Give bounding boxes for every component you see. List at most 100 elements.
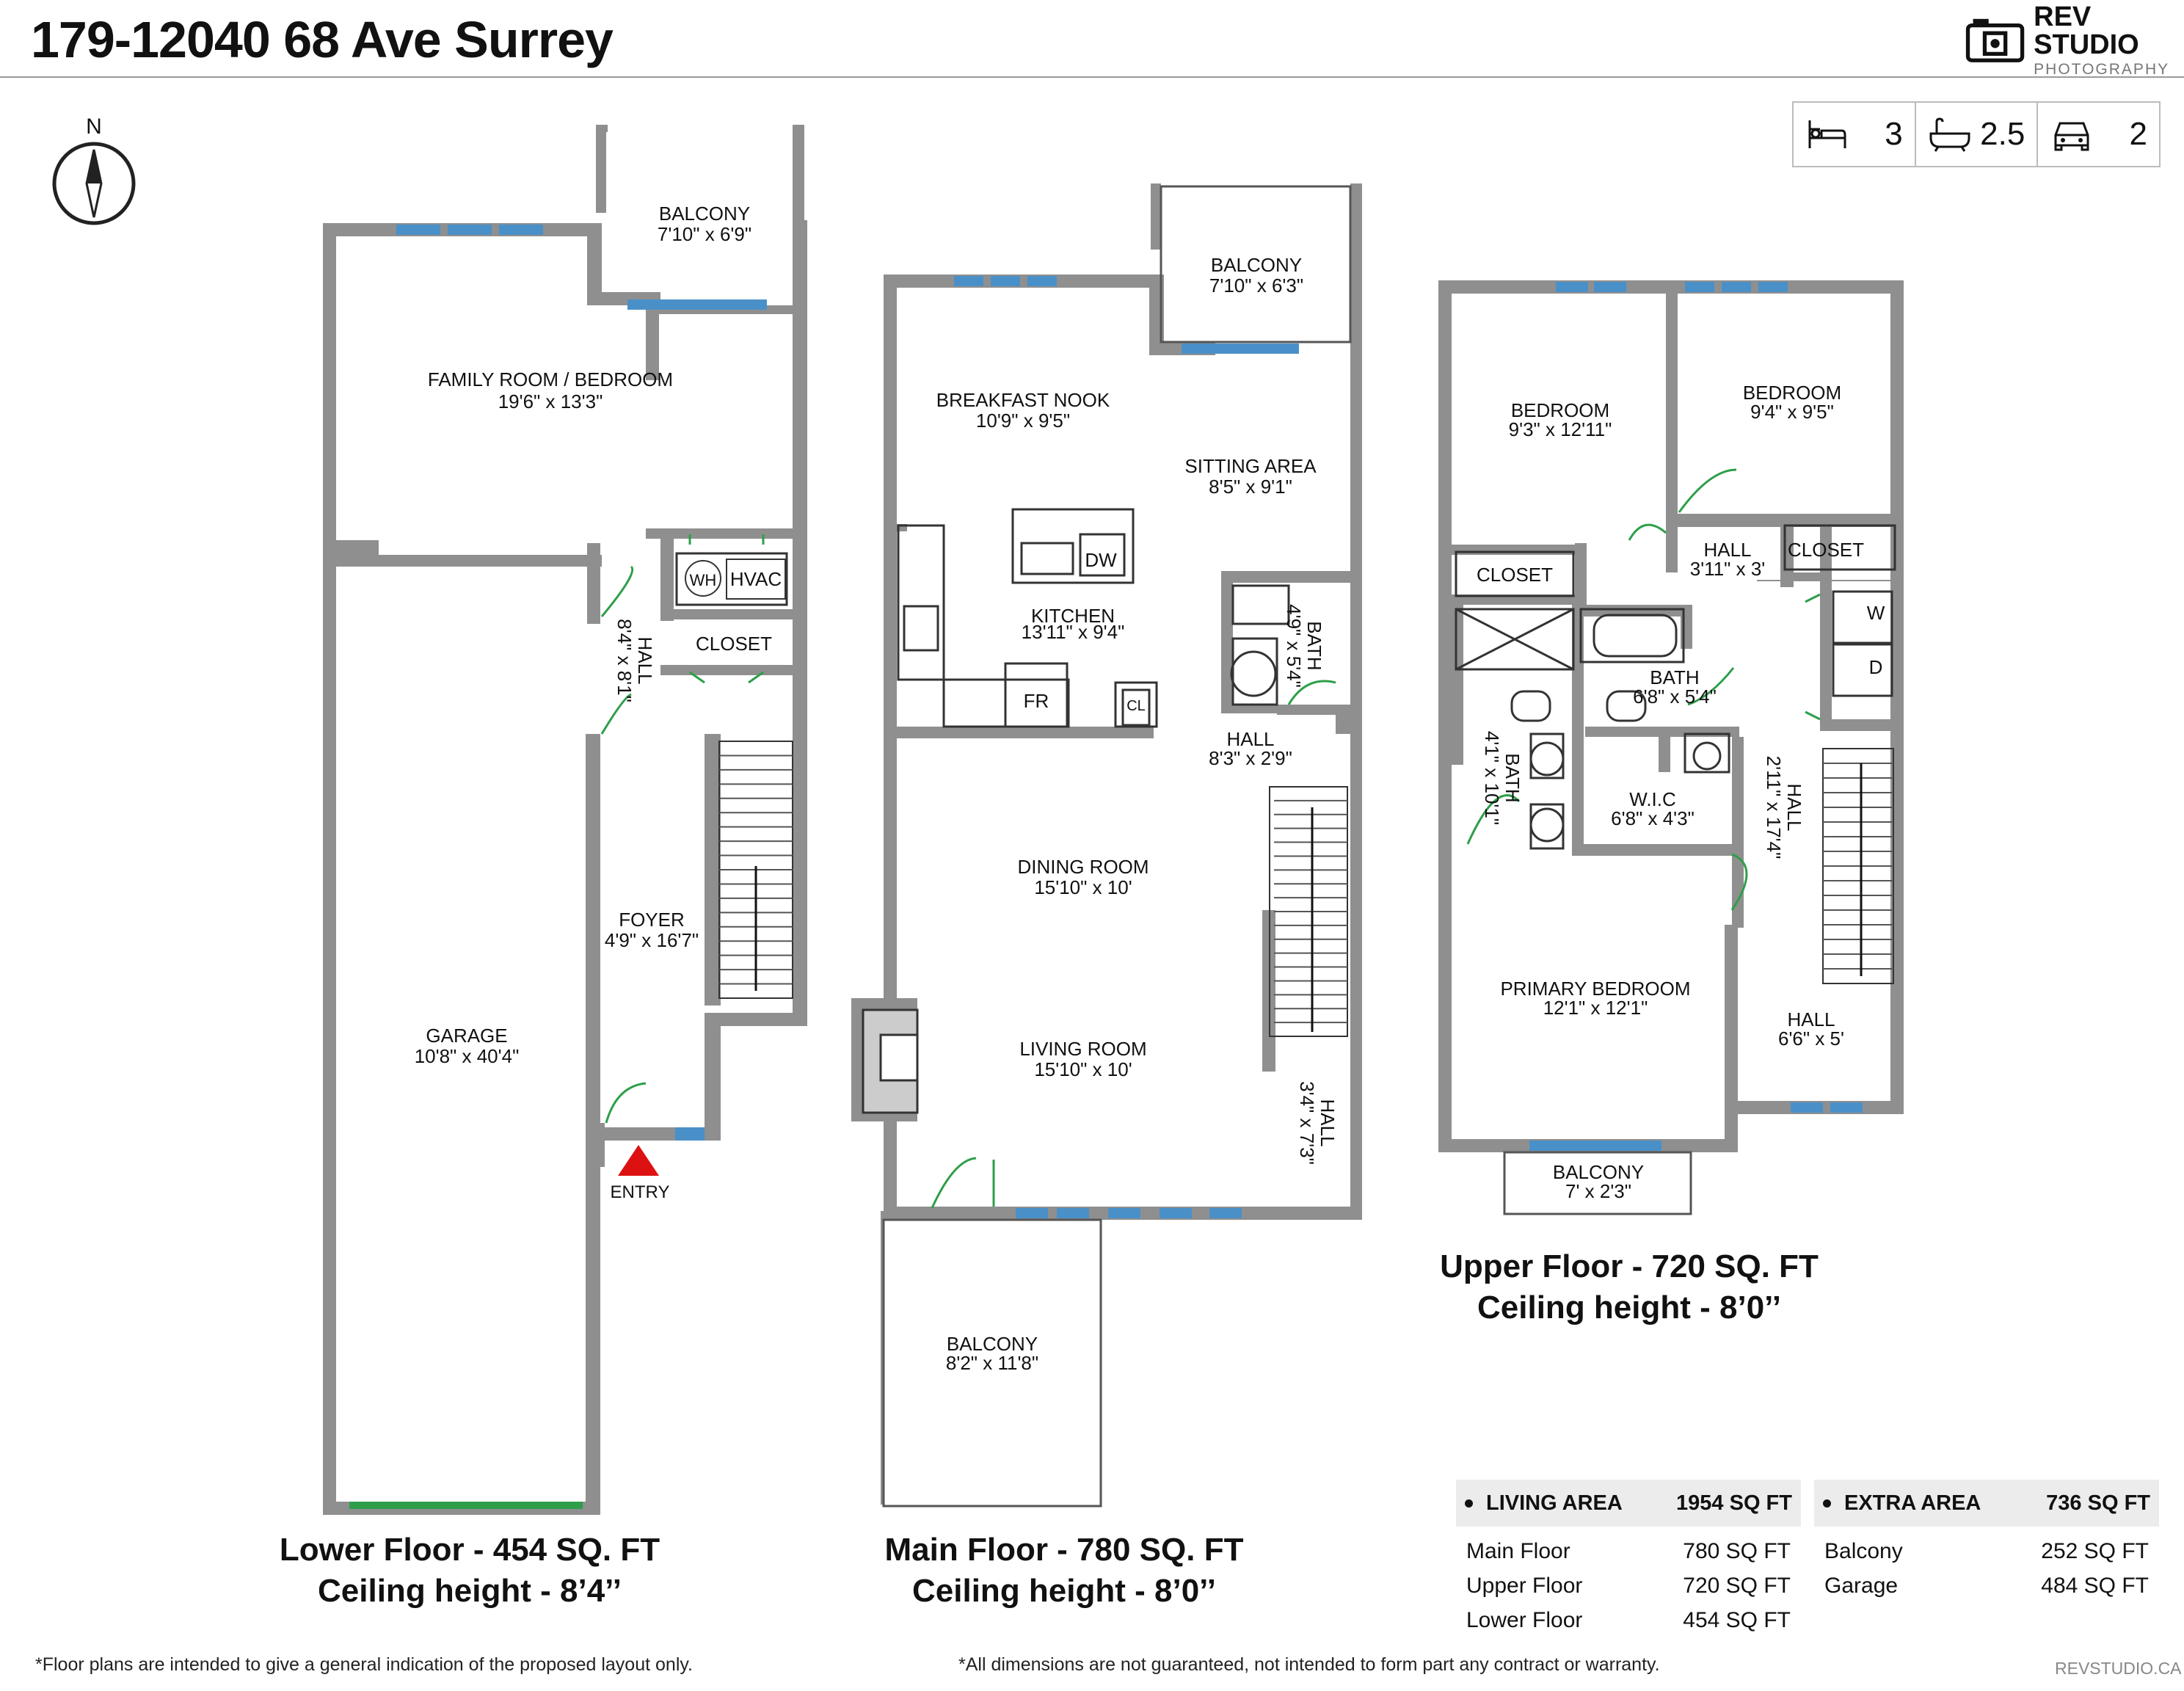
closet-label: CLOSET	[1477, 564, 1553, 586]
row-name: Garage	[1824, 1573, 1899, 1598]
footer-disclaimer-left: *Floor plans are intended to give a gene…	[35, 1654, 693, 1675]
lower-floor	[323, 125, 807, 1515]
room-dimension: 8'5" x 9'1"	[1209, 476, 1292, 498]
room-name: KITCHEN	[1031, 605, 1115, 627]
header-divider	[0, 76, 2184, 78]
row-name: Lower Floor	[1466, 1607, 1583, 1632]
room-dimension: 9'3" x 12'11"	[1509, 418, 1612, 440]
room-name: HALL	[1317, 1099, 1339, 1146]
bullet-icon	[1823, 1499, 1831, 1508]
appliance-label: DW	[1085, 549, 1117, 571]
row-name: Balcony	[1824, 1538, 1903, 1563]
main-floor-ceiling: Ceiling height - 8’0’’	[912, 1573, 1216, 1609]
room-dimension: 15'10" x 10'	[1034, 876, 1132, 898]
main-floor-windows	[954, 276, 1299, 1218]
room-name: HALL	[1783, 783, 1805, 831]
main-floor	[851, 183, 1362, 1508]
garage-door	[349, 1502, 583, 1509]
room-name: PRIMARY BEDROOM	[1500, 978, 1690, 1000]
lower-floor-doors	[600, 534, 765, 1124]
room-dimension: 8'4" x 8'1"	[614, 619, 636, 702]
lower-floor-windows	[396, 225, 767, 1141]
room-name: HALL	[1703, 539, 1751, 561]
property-stats: 3 2.5 2	[1792, 101, 2161, 167]
room-dimension: 6'8" x 5'4"	[1633, 686, 1717, 708]
main-floor-walls	[851, 183, 1362, 1505]
extra-area-label: EXTRA AREA	[1844, 1491, 1981, 1515]
room-dimension: 4'9" x 5'4"	[1283, 604, 1305, 688]
room-name: BEDROOM	[1511, 399, 1609, 421]
row-value: 484 SQ FT	[2041, 1573, 2149, 1598]
page-title: 179-12040 68 Ave Surrey	[31, 11, 614, 68]
main-floor-area: Main Floor - 780 SQ. FT	[884, 1532, 1244, 1568]
room-name: BALCONY	[1211, 254, 1302, 276]
logo-sub-text: PHOTOGRAPHY	[2034, 60, 2170, 78]
room-dimension: 9'4" x 9'5"	[1750, 401, 1834, 423]
room-name: BEDROOM	[1743, 382, 1841, 404]
row-name: Main Floor	[1466, 1538, 1570, 1563]
table-row: Lower Floor 454 SQ FT	[1456, 1603, 1801, 1637]
living-area-label: LIVING AREA	[1486, 1491, 1623, 1515]
room-dimension: 10'9" x 9'5"	[976, 410, 1070, 432]
utility-label: WH	[690, 571, 717, 589]
living-area-total: 1954 SQ FT	[1676, 1491, 1792, 1515]
bathroom-count: 2.5	[1980, 116, 2025, 152]
room-dimension: 3'11" x 3'	[1690, 558, 1766, 580]
room-name: W.I.C	[1629, 788, 1676, 810]
room-name: FOYER	[619, 909, 685, 931]
appliance-label: FR	[1024, 690, 1049, 712]
row-value: 720 SQ FT	[1683, 1573, 1791, 1598]
closet-label: CLOSET	[696, 633, 772, 655]
room-dimension: 6'8" x 4'3"	[1611, 807, 1695, 829]
upper-floor-area: Upper Floor - 720 SQ. FT	[1440, 1248, 1819, 1284]
room-dimension: 3'4" x 7'3"	[1296, 1081, 1318, 1165]
lower-floor-walls	[323, 125, 807, 1515]
utility-label: HVAC	[730, 568, 782, 590]
upper-floor-ceiling: Ceiling height - 8’0’’	[1477, 1290, 1781, 1325]
entry-label: ENTRY	[611, 1182, 670, 1202]
lower-floor-caption: Lower Floor - 454 SQ. FT Ceiling height …	[279, 1530, 660, 1612]
footer-disclaimer-right: *All dimensions are not guaranteed, not …	[958, 1654, 1660, 1675]
room-name: HALL	[634, 636, 656, 684]
room-name: BALCONY	[1553, 1161, 1644, 1183]
room-name: GARAGE	[426, 1025, 507, 1047]
lower-floor-ceiling: Ceiling height - 8’4’’	[318, 1573, 622, 1609]
room-name: HALL	[1226, 728, 1274, 750]
north-arrow-icon	[87, 150, 101, 183]
brand-logo: REV STUDIO PHOTOGRAPHY	[1965, 3, 2184, 77]
room-name: BATH	[1502, 753, 1524, 802]
room-dimension: 19'6" x 13'3"	[498, 390, 603, 412]
bed-icon	[1808, 120, 1846, 148]
room-dimension: 4'9" x 16'7"	[605, 929, 699, 951]
appliance-label: W	[1867, 602, 1885, 624]
room-name: HALL	[1787, 1008, 1835, 1030]
upper-fixtures	[1455, 524, 1896, 850]
row-name: Upper Floor	[1466, 1573, 1583, 1598]
room-dimension: 12'1" x 12'1"	[1543, 997, 1648, 1019]
main-floor-doors	[931, 680, 1336, 1209]
room-name: BALCONY	[659, 203, 750, 225]
row-value: 454 SQ FT	[1683, 1607, 1791, 1632]
lower-floor-area: Lower Floor - 454 SQ. FT	[279, 1532, 660, 1568]
room-name: BALCONY	[947, 1333, 1038, 1355]
room-dimension: 2'11" x 17'4"	[1763, 756, 1785, 859]
parking-count: 2	[2129, 116, 2148, 152]
appliance-label: D	[1869, 656, 1883, 678]
room-name: FAMILY ROOM / BEDROOM	[428, 368, 673, 390]
room-dimension: 4'1" x 10'1"	[1481, 731, 1503, 825]
upper-floor-doors	[1466, 468, 1821, 911]
camera-icon	[1965, 18, 2025, 62]
room-dimension: 7'10" x 6'3"	[1209, 274, 1303, 297]
room-name: BATH	[1303, 621, 1325, 670]
kitchen-counters	[897, 508, 1290, 728]
logo-main-text: REV STUDIO	[2034, 1, 2139, 60]
room-dimension: 15'10" x 10'	[1034, 1058, 1132, 1080]
closet-label: CL	[1126, 698, 1146, 714]
room-dimension: 7' x 2'3"	[1565, 1180, 1631, 1202]
upper-floor	[1438, 280, 1904, 1215]
stat-bathrooms: 2.5	[1914, 103, 2037, 166]
table-row: Garage 484 SQ FT	[1814, 1568, 2159, 1603]
